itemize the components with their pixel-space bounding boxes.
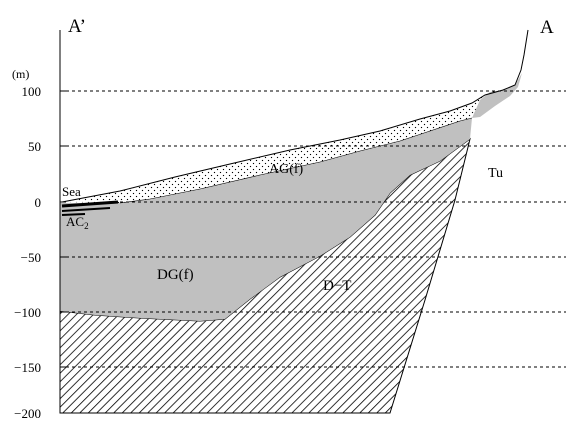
label-dt: D−T — [323, 278, 351, 294]
tick-label-minus-50: −50 — [21, 250, 41, 265]
section-end-label-right: A — [540, 17, 554, 38]
label-ac2-subscript: 2 — [84, 221, 89, 231]
label-ac2-main: AC — [66, 214, 84, 229]
label-dg: DG(f) — [157, 267, 194, 283]
tick-label-minus-100: −100 — [14, 305, 41, 320]
label-sea: Sea — [62, 184, 81, 199]
tick-label-100: 100 — [22, 84, 42, 99]
tick-label-minus-200: −200 — [14, 406, 41, 421]
ag-base-line — [119, 117, 473, 204]
depth-axis-tick-labels: 100 50 0 −50 −100 −150 −200 — [14, 84, 41, 421]
depth-gridlines — [60, 90, 566, 368]
label-ac2: AC2 — [66, 214, 89, 231]
unit-tu-cap-area — [472, 73, 522, 118]
label-tu: Tu — [488, 166, 503, 181]
depth-axis-ticks — [60, 90, 66, 414]
tick-label-0: 0 — [35, 195, 42, 210]
tick-label-minus-150: −150 — [14, 360, 41, 375]
sea-surface-marks — [61, 200, 119, 216]
tick-label-50: 50 — [28, 139, 41, 154]
label-ag: AG(f) — [269, 162, 304, 177]
units-label: (m) — [12, 67, 29, 81]
unit-dg-area — [60, 118, 472, 321]
section-end-label-left: A’ — [68, 16, 86, 37]
ground-surface-line — [61, 29, 529, 203]
